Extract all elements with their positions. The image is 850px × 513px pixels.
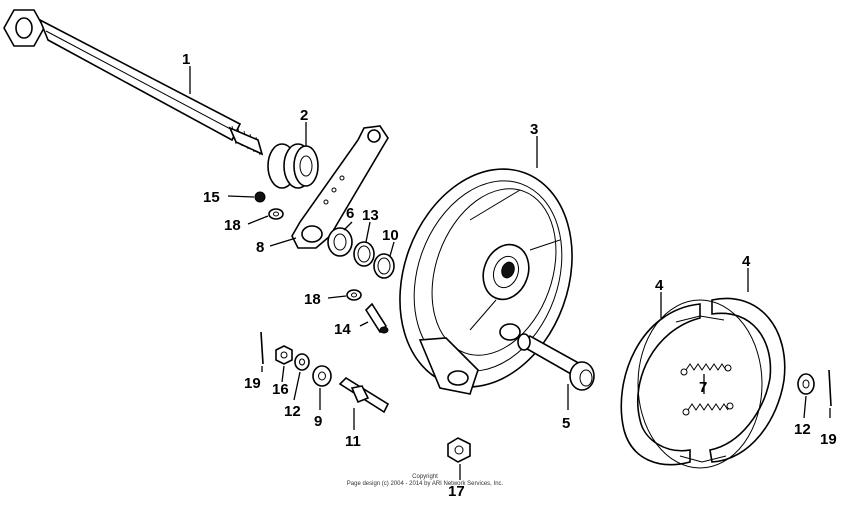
part-spring-upper [680,363,732,376]
part-spring-lower [682,402,734,416]
callouts: 1 2 3 4 4 5 6 7 8 9 10 11 12 12 13 14 15… [182,51,837,500]
callout-7: 7 [699,379,707,396]
callout-8: 8 [256,239,264,256]
part-nut-15 [254,191,266,203]
part-axle [3,9,264,156]
part-cam [517,333,595,391]
part-pin-19-left [260,331,264,365]
callout-1: 1 [182,51,190,68]
part-collar [267,143,319,189]
part-washer-12-right [797,373,815,395]
part-washer-18-upper [268,208,284,220]
callout-2: 2 [300,107,308,124]
copyright-notice: Copyright Page design (c) 2004 - 2014 by… [0,474,850,488]
part-washer-12-left [294,353,310,371]
part-brake-panel [399,168,573,395]
callout-3: 3 [530,121,538,138]
callout-14: 14 [334,321,351,338]
part-ring-13 [353,241,375,267]
callout-12-right: 12 [794,421,811,438]
callout-16: 16 [272,381,289,398]
callout-11: 11 [345,433,361,450]
callout-18-upper: 18 [224,217,241,234]
callout-4-right: 4 [742,253,751,270]
callout-18-lower: 18 [304,291,321,308]
callout-17: 17 [448,483,465,500]
part-brake-arm [291,125,389,249]
callout-15: 15 [203,189,220,206]
part-nut-17 [447,437,471,463]
part-washer-9 [312,365,332,387]
part-brake-shoes [620,297,786,469]
callout-4-left: 4 [655,277,664,294]
callout-5: 5 [562,415,570,432]
callout-12-left: 12 [284,403,301,420]
copyright-line-1: Copyright [412,474,438,480]
callout-13: 13 [362,207,379,224]
copyright-line-2: Page design (c) 2004 - 2014 by ARI Netwo… [346,481,504,487]
part-pin-19-right [828,369,832,407]
part-nut-16 [275,345,293,365]
part-bolt-14 [364,302,389,334]
callout-19-left: 19 [244,375,261,392]
part-bolt-11 [338,376,390,414]
part-ring-10 [373,253,395,279]
callout-19-right: 19 [820,431,837,448]
part-seal-6 [327,227,353,257]
callout-10: 10 [382,227,399,244]
callout-6: 6 [346,205,354,222]
leader-lines [189,66,831,480]
callout-9: 9 [314,413,322,430]
part-washer-18-lower [346,289,362,301]
